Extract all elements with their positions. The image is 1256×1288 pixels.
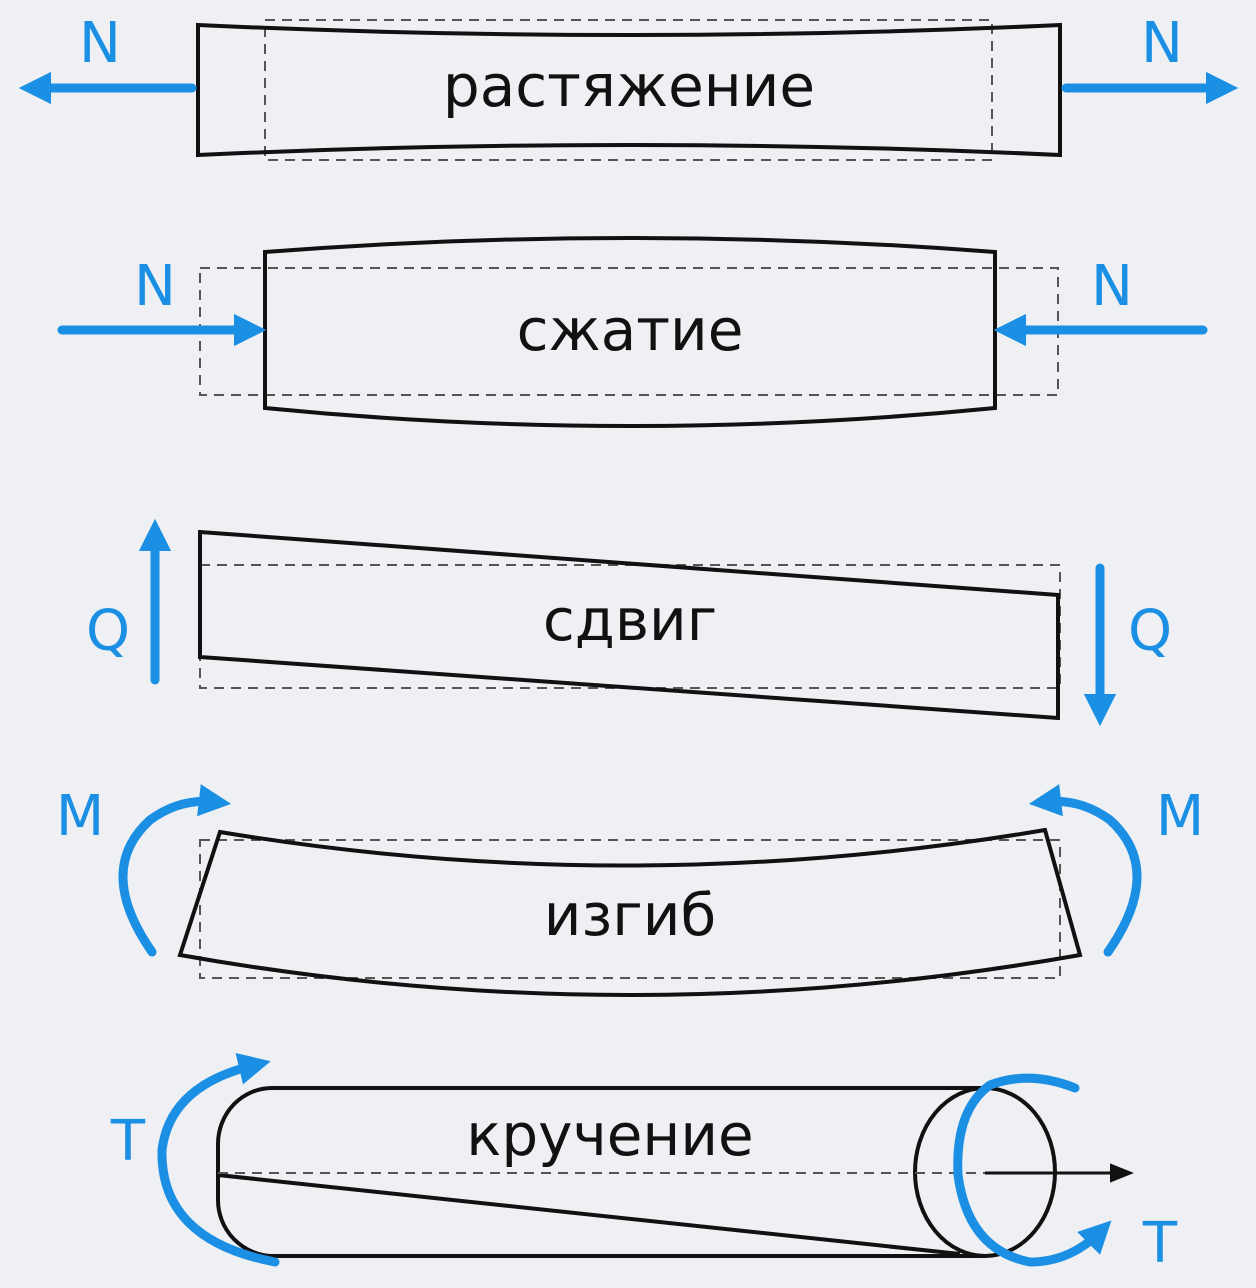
force-symbol-right: Q (1128, 599, 1172, 664)
twist-line (217, 1173, 961, 1256)
force-symbol-left: M (56, 784, 104, 849)
original-shape-outline (199, 839, 1061, 979)
tension-panel: N N растяжение (18, 11, 1239, 161)
force-symbol-left: N (79, 11, 121, 76)
sheared-bar (198, 529, 1060, 721)
torsion-panel: T T кручение (110, 1052, 1178, 1276)
right-moment-arrow-icon (1028, 784, 1142, 957)
left-moment-arrow-icon (118, 784, 232, 957)
shear-panel: Q Q сдвиг (86, 518, 1172, 727)
force-symbol-right: M (1156, 784, 1204, 849)
force-symbol-right: N (1141, 11, 1183, 76)
compression-panel: N N сжатие (57, 236, 1208, 428)
original-shape-outline (264, 19, 993, 161)
stretched-bar (196, 22, 1062, 158)
force-symbol-left: N (134, 254, 176, 319)
bending-panel: M M изгиб (56, 784, 1204, 997)
force-symbol-right: N (1091, 254, 1133, 319)
panel-label: изгиб (544, 881, 716, 949)
right-torque-arrow-icon (953, 1073, 1112, 1267)
force-symbol-left: T (110, 1109, 146, 1174)
force-symbol-left: Q (86, 599, 130, 664)
panel-label: растяжение (443, 52, 815, 120)
cylinder-body (216, 1086, 985, 1258)
bent-bar (177, 827, 1083, 997)
panel-label: сдвиг (543, 586, 717, 654)
left-torque-arrow-icon (157, 1052, 280, 1267)
force-symbol-right: T (1142, 1211, 1178, 1276)
compressed-bar (263, 236, 997, 428)
panel-label: сжатие (517, 296, 744, 364)
panel-label: кручение (466, 1101, 753, 1169)
